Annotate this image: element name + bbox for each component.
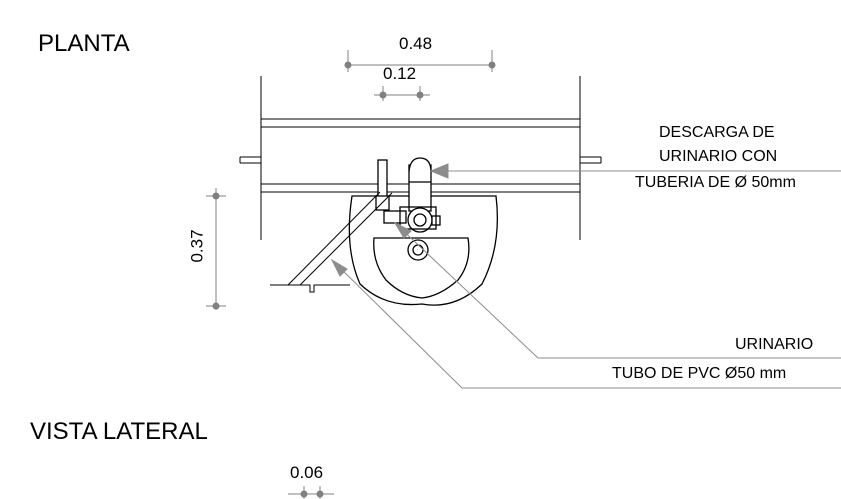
dimension-width-small: 0.12 [383,64,417,83]
wall-lines [239,76,602,240]
descarga-note-line2: URINARIO CON [659,148,778,165]
tubo-note: TUBO DE PVC Ø50 mm [612,365,787,382]
leader-lines [330,163,841,389]
dimension-width-total: 0.48 [399,34,433,53]
urinario-note: URINARIO [735,336,814,353]
descarga-note-line3: TUBERIA DE Ø 50mm [635,174,796,191]
planta-title: PLANTA [38,30,130,57]
dimension-height: 0.37 [187,229,207,263]
vista-lateral-title: VISTA LATERAL [30,418,208,445]
descarga-note-line1: DESCARGA DE [659,124,775,141]
pipe-fittings [375,157,441,261]
dimension-side-width: 0.06 [290,463,324,482]
floor-line [270,191,393,293]
dimension-lines [206,50,496,499]
urinal-body [348,195,499,306]
